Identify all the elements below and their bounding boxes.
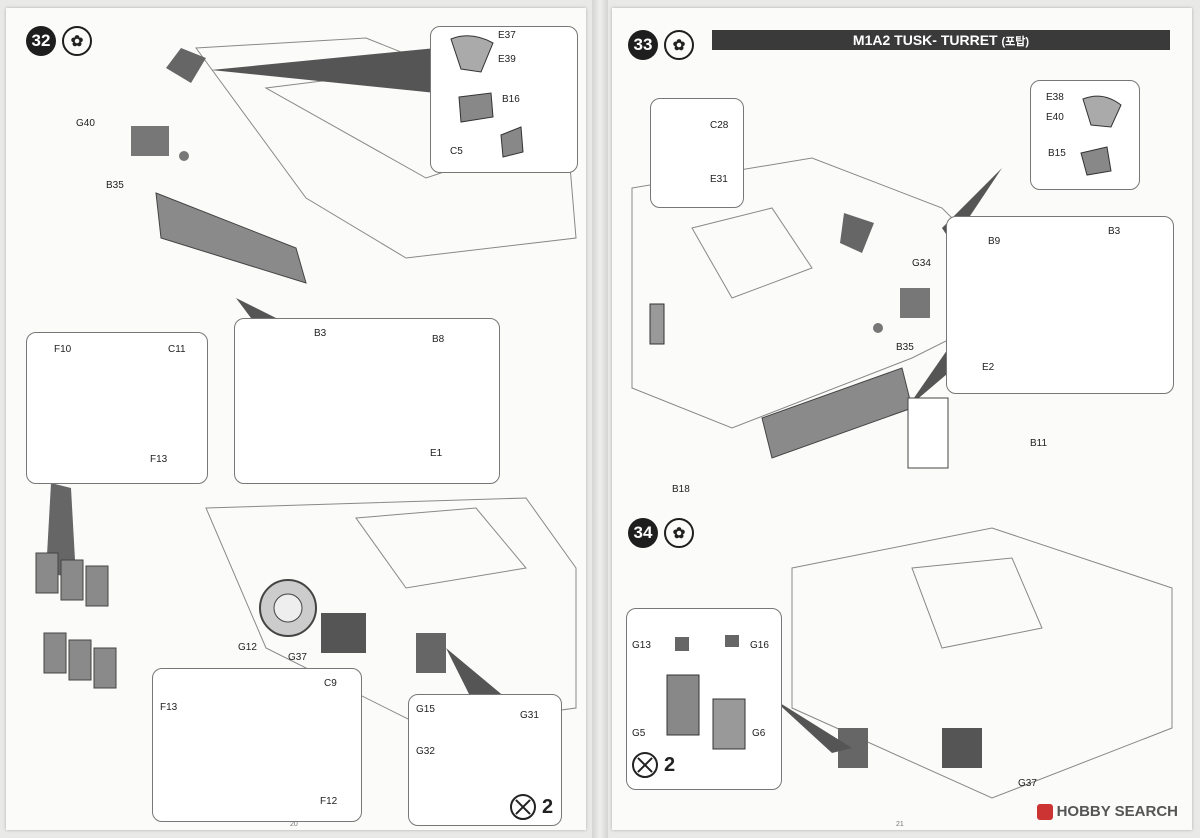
part-label-b18: B18: [672, 484, 690, 495]
part-label-f13-upper: F13: [150, 454, 168, 465]
part-label-e39: E39: [498, 54, 516, 65]
part-label-f10: F10: [54, 344, 72, 355]
part-label-c5: C5: [450, 146, 463, 157]
cement-icon: ✿: [664, 518, 694, 548]
part-label-b15: B15: [1048, 148, 1066, 159]
detail-box-g31: [408, 694, 562, 826]
part-label-b11: B11: [1030, 438, 1048, 449]
quantity-value: 2: [542, 795, 554, 818]
part-label-g12: G12: [238, 642, 257, 653]
part-label-b3: B3: [314, 328, 327, 339]
part-label-e31: E31: [710, 174, 728, 185]
part-label-b9: B9: [988, 236, 1001, 247]
step-header-34: 34 ✿: [628, 518, 694, 548]
section-title-suffix: (포탑): [1001, 36, 1030, 48]
part-label-g32: G32: [416, 746, 435, 757]
right-page: 33 ✿ M1A2 TUSK- TURRET (포탑) C28 E31 E38 …: [612, 8, 1192, 830]
quantity-x-icon: [510, 794, 536, 820]
part-label-c9: C9: [324, 678, 337, 689]
part-label-f13-lower: F13: [160, 702, 178, 713]
part-label-g37: G37: [1018, 778, 1037, 789]
watermark: HOBBY SEARCH: [1036, 803, 1178, 820]
quantity-x-icon: [632, 752, 658, 778]
part-label-g16: G16: [750, 640, 769, 651]
part-label-b35: B35: [896, 342, 914, 353]
part-label-e2: E2: [982, 362, 995, 373]
step-number: 33: [628, 30, 658, 60]
step-header: 32 ✿: [26, 26, 92, 56]
part-label-b16: B16: [502, 94, 520, 105]
part-label-g6: G6: [752, 728, 766, 739]
quantity-value: 2: [664, 753, 676, 776]
part-label-g5: G5: [632, 728, 646, 739]
detail-box-c9: [152, 668, 362, 822]
part-label-c28: C28: [710, 120, 729, 131]
part-label-f12: F12: [320, 796, 338, 807]
part-label-g13: G13: [632, 640, 651, 651]
page-gutter: [592, 0, 608, 838]
part-label-g31: G31: [520, 710, 539, 721]
section-title: M1A2 TUSK- TURRET (포탑): [712, 30, 1170, 50]
part-label-b35: B35: [106, 180, 124, 191]
part-label-b3: B3: [1108, 226, 1121, 237]
page-number: 20: [290, 821, 298, 828]
detail-box-e37: [430, 26, 578, 173]
part-label-e37: E37: [498, 30, 516, 41]
cement-icon: ✿: [62, 26, 92, 56]
section-title-text: M1A2 TUSK- TURRET: [852, 32, 998, 48]
watermark-text: HOBBY SEARCH: [1056, 803, 1178, 820]
cement-icon: ✿: [664, 30, 694, 60]
detail-box-e38: [1030, 80, 1140, 190]
detail-box-b9: [946, 216, 1174, 394]
quantity-indicator: 2: [632, 752, 675, 778]
detail-box-b8: [234, 318, 500, 484]
part-label-c11: C11: [168, 344, 186, 355]
detail-box-c28: [650, 98, 744, 208]
quantity-indicator: 2: [510, 794, 553, 820]
part-label-g37: G37: [288, 652, 307, 663]
left-page: 32 ✿ E37 E39 B16 C5 G40 B35 B3 B8 E1 F10…: [6, 8, 586, 830]
part-label-g40: G40: [76, 118, 95, 129]
part-label-g34: G34: [912, 258, 931, 269]
part-label-e1: E1: [430, 448, 443, 459]
step-header: 33 ✿: [628, 30, 694, 60]
detail-box-g5: [626, 608, 782, 790]
hobby-search-logo-icon: [1036, 803, 1053, 820]
page-number: 21: [896, 821, 904, 828]
detail-box-c11: [26, 332, 208, 484]
part-label-g15: G15: [416, 704, 435, 715]
step-number: 34: [628, 518, 658, 548]
part-label-e38: E38: [1046, 92, 1064, 103]
part-label-b8: B8: [432, 334, 445, 345]
step-number: 32: [26, 26, 56, 56]
part-label-e40: E40: [1046, 112, 1064, 123]
